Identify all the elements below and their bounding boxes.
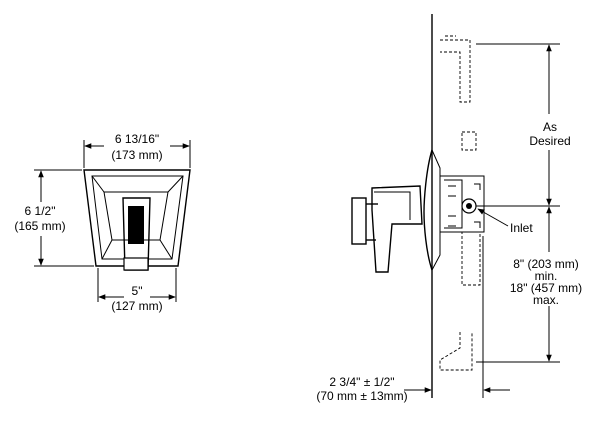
depth-metric: (70 mm ± 13mm) (316, 389, 407, 403)
reference-lines (476, 43, 560, 363)
depth-dimension (404, 236, 510, 398)
front-view-trim (83, 169, 191, 271)
as-desired-label-1: As (543, 120, 557, 134)
front-height-imperial: 6 1/2" (25, 204, 56, 218)
handle-width-metric: (127 mm) (111, 299, 162, 313)
front-width-metric: (173 mm) (111, 148, 162, 162)
front-height-metric: (165 mm) (14, 219, 65, 233)
front-height-dimension (34, 169, 94, 267)
lower-pipe-outline (439, 231, 481, 371)
as-desired-label-2: Desired (529, 134, 570, 148)
front-width-dimension (83, 140, 191, 168)
handle-width-imperial: 5" (132, 284, 143, 298)
depth-imperial: 2 3/4" ± 1/2" (329, 375, 394, 389)
valve-height-line-4: max. (533, 293, 559, 307)
valve-height-line-2: min. (535, 269, 558, 283)
inlet-label: Inlet (510, 221, 533, 235)
front-width-imperial: 6 13/16" (115, 132, 159, 146)
side-view-trim (351, 149, 485, 273)
handle-width-dimension (97, 268, 177, 302)
valve-height-line-1: 8" (203 mm) (513, 257, 579, 271)
upper-pipe-outline (440, 35, 477, 151)
valve-height-line-3: 18" (457 mm) (510, 281, 582, 295)
inlet-leader (477, 208, 509, 227)
